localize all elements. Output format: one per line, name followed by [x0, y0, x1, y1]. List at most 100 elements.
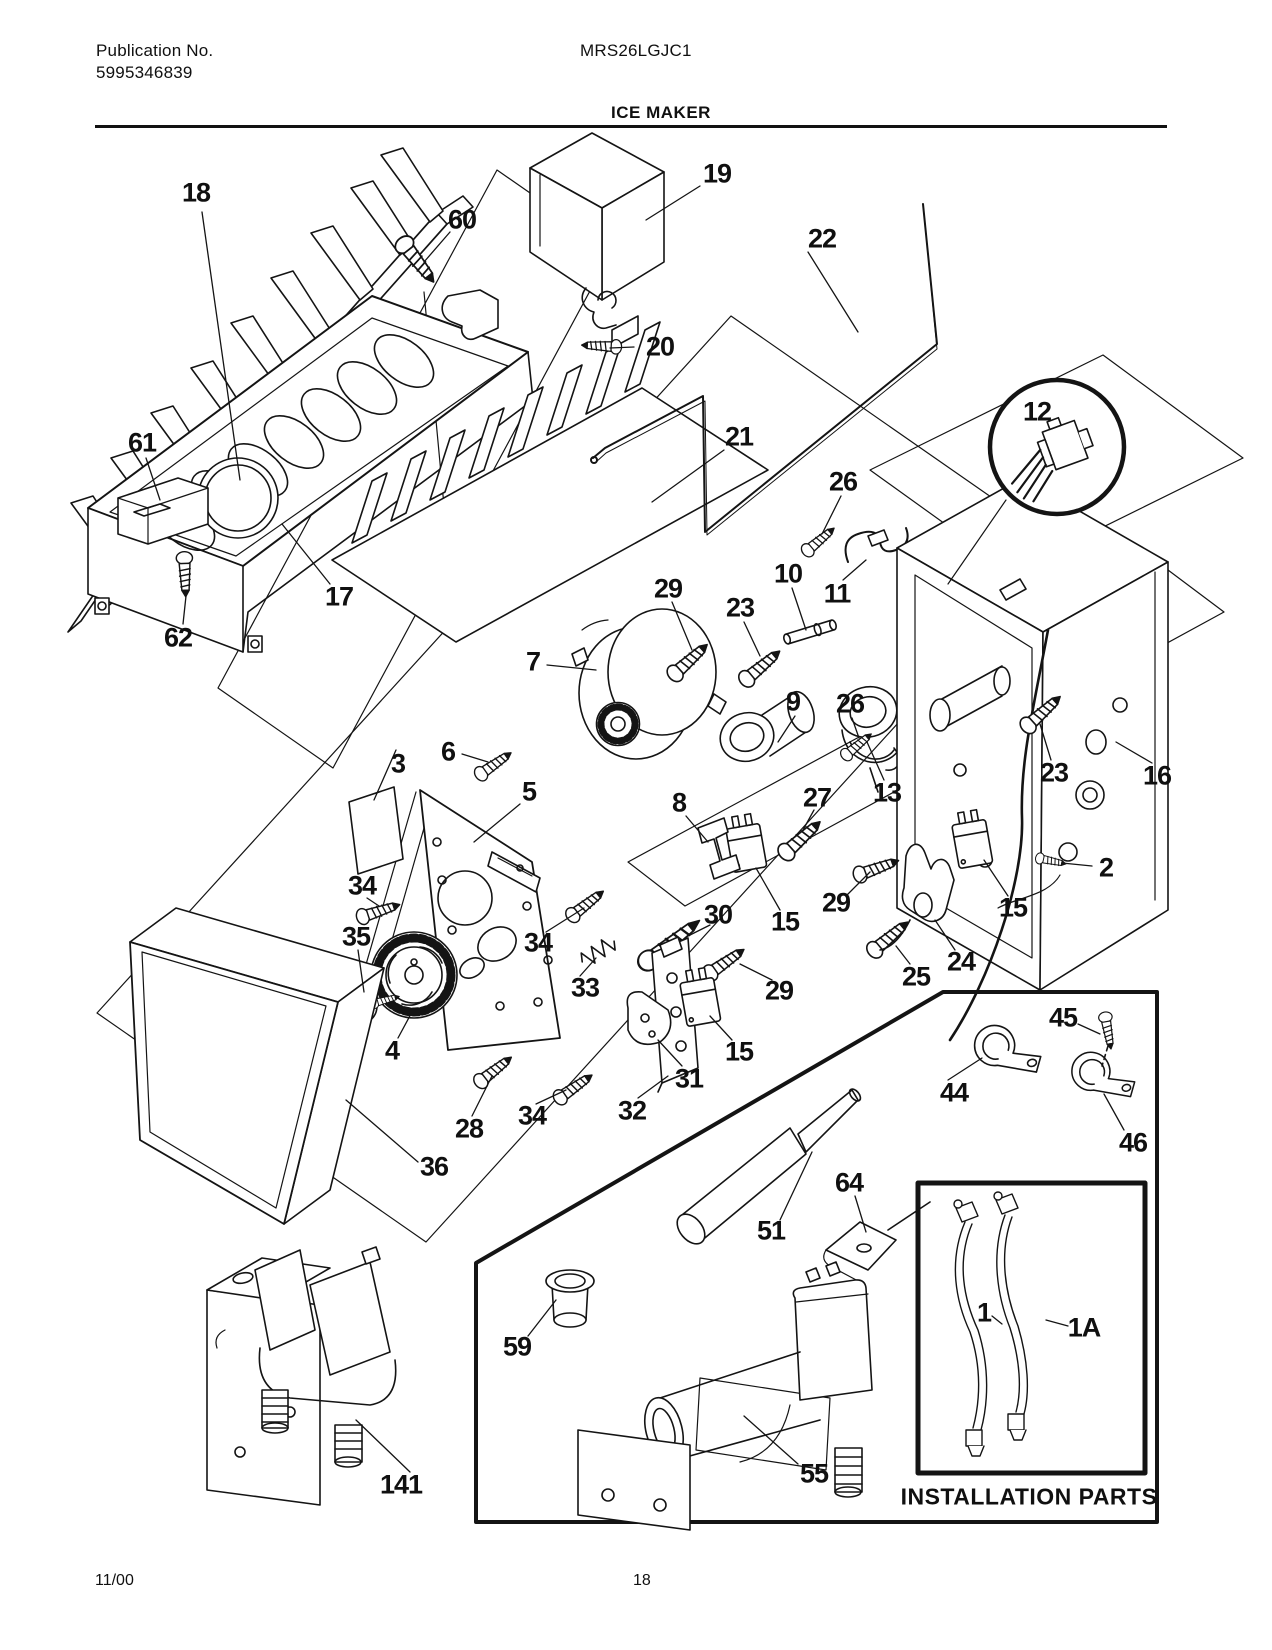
part-callout-17: 17 — [324, 581, 354, 612]
part-callout-24: 24 — [946, 946, 976, 977]
part-callout-29: 29 — [653, 573, 683, 604]
part-callout-11: 11 — [823, 578, 852, 609]
part-callout-51: 51 — [756, 1215, 786, 1246]
screw-34b — [562, 884, 610, 927]
title-rule — [95, 125, 1167, 128]
screw-27 — [773, 813, 828, 865]
spring — [577, 933, 620, 970]
bushing — [545, 1269, 595, 1328]
part-callout-9: 9 — [785, 686, 801, 717]
ice-maker-cover — [529, 132, 665, 349]
part-callout-27: 27 — [802, 782, 832, 813]
installation-area-outline — [474, 990, 1159, 1524]
part-callout-25: 25 — [901, 961, 931, 992]
part-callout-64: 64 — [834, 1167, 864, 1198]
page-title: ICE MAKER — [611, 103, 711, 122]
installation-parts-label: INSTALLATION PARTS — [900, 1483, 1158, 1510]
part-callout-28: 28 — [454, 1113, 484, 1144]
cam-plate — [626, 991, 672, 1046]
part-callout-29: 29 — [764, 975, 794, 1006]
screw-20 — [580, 337, 623, 355]
fastener-2 — [997, 851, 1068, 909]
part-callout-7: 7 — [525, 646, 541, 677]
part-callout-22: 22 — [807, 223, 837, 254]
part-callout-26: 26 — [835, 688, 865, 719]
supply-tube-1 — [953, 1199, 988, 1457]
part-callout-60: 60 — [447, 204, 477, 235]
part-callout-44: 44 — [939, 1077, 969, 1108]
screw-29b — [850, 851, 903, 886]
footer-date: 11/00 — [95, 1572, 134, 1589]
part-callout-30: 30 — [703, 899, 733, 930]
screw-25 — [862, 914, 915, 963]
part-callout-29: 29 — [821, 887, 851, 918]
part-callout-35: 35 — [341, 921, 371, 952]
screw-60 — [391, 231, 443, 289]
water-valve-single — [577, 1261, 873, 1531]
screw-45 — [1097, 1010, 1119, 1051]
screw-45-dash — [1101, 1045, 1109, 1067]
part-callout-5: 5 — [521, 776, 537, 807]
label-sticker — [348, 786, 404, 875]
part-callout-34: 34 — [517, 1100, 547, 1131]
detail-circle-connector — [987, 377, 1127, 517]
part-callout-36: 36 — [419, 1151, 449, 1182]
fill-tube — [676, 1088, 862, 1245]
part-callout-12: 12 — [1022, 396, 1052, 427]
model-number: MRS26LGJC1 — [580, 41, 692, 60]
water-valve-double — [206, 1246, 397, 1506]
screw-34c — [549, 1067, 598, 1109]
part-callout-19: 19 — [702, 158, 732, 189]
switch-bracket-8 — [697, 817, 741, 880]
ice-bin-cover — [129, 907, 385, 1225]
part-callout-62: 62 — [163, 622, 193, 653]
motor — [571, 608, 727, 760]
part-callout-33: 33 — [570, 972, 600, 1003]
leader-lines — [145, 185, 1153, 1473]
part-callout-8: 8 — [671, 787, 687, 818]
part-callout-23: 23 — [725, 592, 755, 623]
footer-page-number: 18 — [633, 1572, 651, 1589]
installation-parts-box — [915, 1180, 1148, 1476]
part-callout-21: 21 — [724, 421, 754, 452]
supply-tube-1a — [993, 1191, 1029, 1441]
part-callout-18: 18 — [181, 177, 211, 208]
part-callout-45: 45 — [1048, 1002, 1078, 1033]
drive-gear — [370, 931, 458, 1019]
part-callout-15: 15 — [998, 892, 1028, 923]
stripper-comb — [331, 321, 769, 643]
module-housing — [896, 477, 1169, 1042]
part-callout-1A: 1A — [1067, 1312, 1102, 1343]
clamp-46 — [1067, 1042, 1139, 1110]
part-callout-26: 26 — [828, 466, 858, 497]
part-callout-15: 15 — [770, 906, 800, 937]
part-callout-32: 32 — [617, 1095, 647, 1126]
tube-clip — [823, 1201, 931, 1283]
part-callout-141: 141 — [379, 1469, 423, 1500]
part-callout-2: 2 — [1098, 852, 1114, 883]
part-callout-31: 31 — [674, 1063, 704, 1094]
part-callout-15: 15 — [724, 1036, 754, 1067]
fill-cup-bracket — [117, 477, 209, 545]
part-callout-59: 59 — [502, 1331, 532, 1362]
mounting-pin — [783, 619, 837, 645]
screw-29c — [699, 941, 750, 985]
screw-6 — [471, 745, 517, 785]
part-callout-46: 46 — [1118, 1127, 1148, 1158]
part-callout-55: 55 — [799, 1458, 829, 1489]
fork-lever — [879, 843, 955, 951]
part-callout-1: 1 — [976, 1297, 992, 1328]
publication-label: Publication No. — [96, 41, 214, 60]
part-callout-34: 34 — [347, 870, 377, 901]
screw-28 — [470, 1050, 518, 1093]
part-callout-13: 13 — [872, 777, 902, 808]
part-callout-4: 4 — [384, 1035, 400, 1066]
part-callout-61: 61 — [127, 427, 157, 458]
publication-number: 5995346839 — [96, 63, 193, 82]
part-callout-10: 10 — [773, 558, 803, 589]
part-callout-6: 6 — [440, 736, 456, 767]
part-callout-20: 20 — [645, 331, 675, 362]
thermostat-clip — [838, 685, 901, 793]
thermostat — [719, 690, 815, 763]
